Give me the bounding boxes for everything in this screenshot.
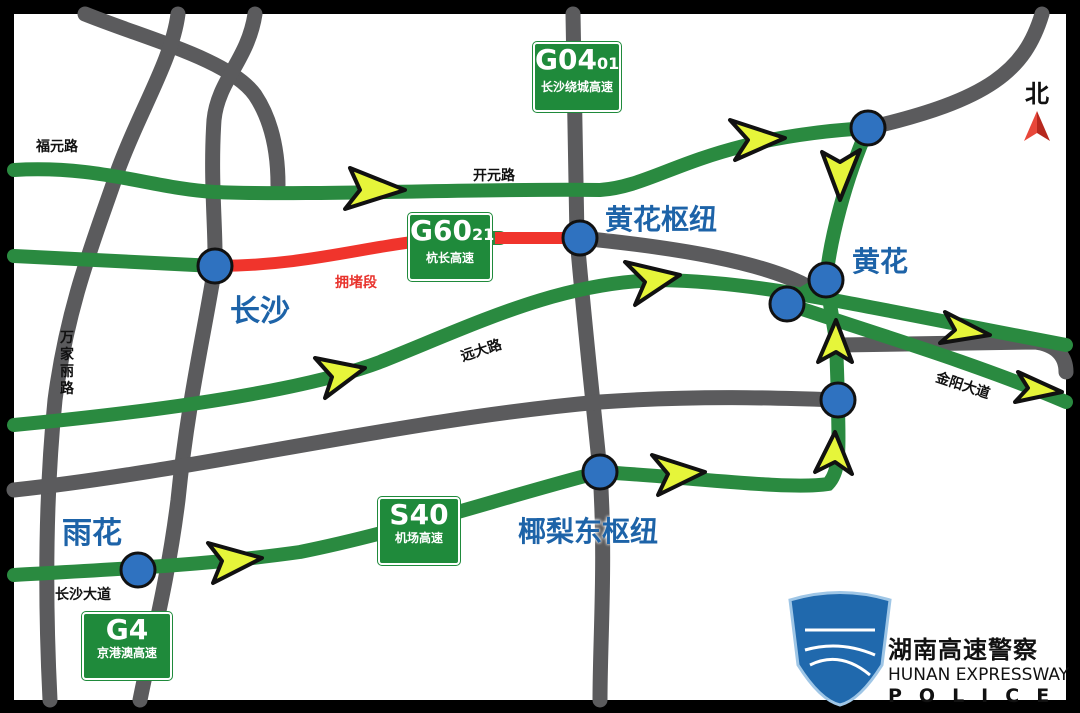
road-hub-link — [572, 230, 813, 293]
node-east — [819, 381, 857, 419]
logo-en: HUNAN EXPRESSWAY — [888, 665, 1070, 685]
place-jiaoli-east: 椰梨东枢纽 — [518, 515, 659, 548]
shield-sub: 21 — [471, 225, 495, 244]
road-kaiyuan — [7, 121, 875, 201]
shield-code: G60 — [410, 214, 472, 247]
shield-code: G04 — [535, 43, 597, 76]
police-logo-text: 湖南高速警察 HUNAN EXPRESSWAY POLICE — [888, 630, 1069, 707]
road-ne-curve — [860, 6, 1050, 136]
direction-arrows — [206, 118, 1064, 585]
congestion-label: 拥堵段 — [335, 275, 377, 291]
north-indicator: 北 — [1022, 74, 1052, 147]
arrow-icon — [938, 310, 992, 345]
north-label: 北 — [1025, 80, 1049, 108]
interchange-nodes — [119, 109, 887, 589]
logo-police: POLICE — [888, 685, 1067, 707]
arrow-icon — [728, 118, 787, 162]
node-ne — [849, 109, 887, 147]
police-badge-icon — [788, 591, 892, 707]
node-huanghua — [807, 261, 845, 299]
arrow-icon — [650, 453, 707, 497]
shield-name: 机场高速 — [394, 531, 443, 545]
node-huanghua-2 — [768, 285, 806, 323]
shield-g6021: G6021 杭长高速 — [408, 213, 495, 281]
road-label-changsha-avenue: 长沙大道 — [55, 587, 111, 603]
road-s40 — [7, 393, 846, 582]
road-label-fuyuan: 福元路 — [36, 139, 78, 155]
shield-name: 杭长高速 — [425, 251, 474, 265]
logo-cn: 湖南高速警察 — [888, 636, 1038, 664]
road-label-wanjiali: 万家丽路 — [60, 330, 74, 397]
shield-code: G4 — [105, 613, 149, 646]
shield-s40: S40 机场高速 — [378, 497, 460, 565]
place-changsha: 长沙 — [230, 294, 290, 329]
place-huanghua: 黄花 — [852, 245, 909, 278]
node-huanghua-hub — [561, 219, 599, 257]
node-yuhua — [119, 551, 157, 589]
shield-name: 京港澳高速 — [96, 646, 157, 660]
shield-code: S40 — [389, 498, 449, 531]
road-g6021-west — [7, 249, 222, 273]
shield-sub: 01 — [596, 54, 620, 73]
congestion-line — [214, 235, 421, 272]
node-jiaoli-east — [581, 453, 619, 491]
road-nw-curve — [77, 6, 286, 193]
road-g4 — [132, 6, 263, 708]
shield-name: 长沙绕城高速 — [540, 80, 613, 94]
north-arrow-icon — [1024, 111, 1050, 141]
arrow-icon — [1013, 370, 1064, 404]
node-changsha — [196, 247, 234, 285]
arrow-icon — [816, 318, 854, 364]
arrow-icon — [813, 430, 854, 476]
shield-g0401: G0401 长沙绕城高速 — [533, 42, 621, 112]
arrow-icon — [623, 260, 682, 307]
place-yuhua: 雨花 — [62, 516, 122, 551]
arrow-icon — [820, 148, 862, 202]
shield-g4: G4 京港澳高速 — [82, 612, 172, 680]
arrow-icon — [343, 166, 407, 211]
arrow-icon — [206, 541, 264, 585]
place-huanghua-hub: 黄花枢纽 — [605, 203, 718, 236]
road-label-kaiyuan: 开元路 — [473, 168, 515, 184]
road-horizontal-gray — [6, 390, 846, 498]
arrow-icon — [313, 356, 367, 400]
